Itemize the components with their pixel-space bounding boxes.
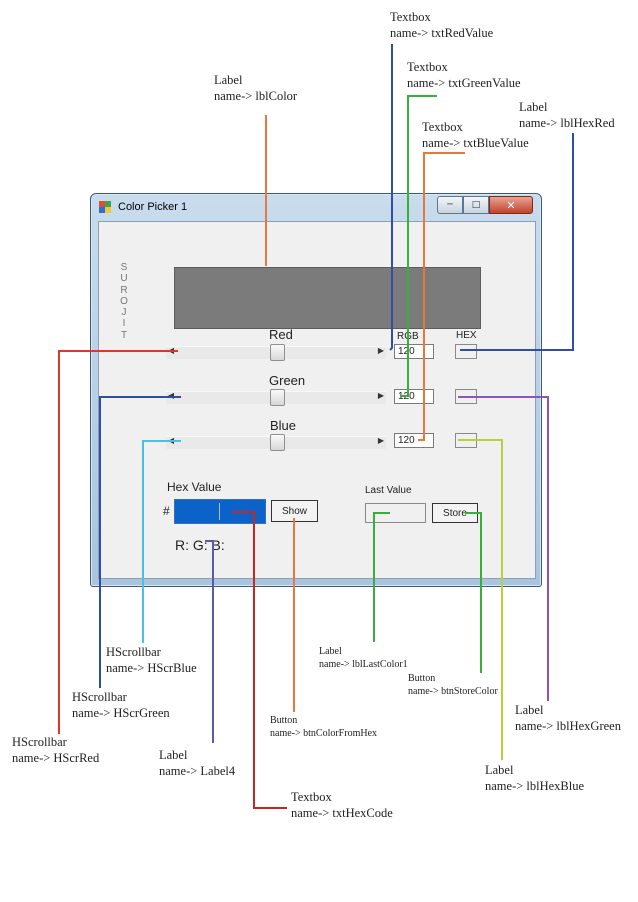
vertical-name-label: S U R O J I T	[119, 262, 129, 341]
close-icon: ✕	[506, 198, 516, 212]
green-scroll-thumb[interactable]	[270, 389, 285, 406]
annotation-name: name-> HScrRed	[12, 751, 100, 765]
window-title: Color Picker 1	[118, 201, 188, 213]
red-label: Red	[269, 327, 293, 342]
vertical-letter: I	[122, 318, 126, 330]
annotation-name: name-> txtGreenValue	[407, 76, 521, 90]
annotation-name: name-> lblColor	[214, 89, 298, 103]
rgb-header: RGB	[397, 331, 419, 342]
annotation-name: name-> HScrGreen	[72, 706, 170, 720]
annotation-txtgreenvalue: Textbox name-> txtGreenValue	[407, 59, 521, 91]
annotation-lblhexred: Label name-> lblHexRed	[519, 99, 615, 131]
hex-value-label: Hex Value	[167, 480, 222, 494]
text-cursor	[219, 503, 220, 520]
annotation-kind: HScrollbar	[72, 690, 127, 704]
hash-label: #	[163, 504, 170, 518]
scroll-left-icon[interactable]: ◀	[167, 346, 175, 355]
annotation-kind: Textbox	[422, 120, 463, 134]
blue-label: Blue	[270, 418, 297, 433]
annotation-name: name-> HScrBlue	[106, 661, 197, 675]
hex-code-input[interactable]	[174, 499, 266, 524]
minimize-icon: ─	[447, 200, 453, 210]
red-scroll-thumb[interactable]	[270, 344, 285, 361]
annotation-btncolorfromhex: Button name-> btnColorFromHex	[270, 714, 377, 740]
vertical-letter: S	[120, 262, 128, 273]
title-bar[interactable]: Color Picker 1 ─ □ ✕	[91, 194, 541, 220]
vertical-letter: J	[121, 307, 127, 319]
annotation-name: name-> Label4	[159, 764, 236, 778]
annotation-kind: Textbox	[407, 60, 448, 74]
annotation-kind: HScrollbar	[106, 645, 161, 659]
scroll-left-icon[interactable]: ◀	[167, 436, 175, 445]
scroll-right-icon[interactable]: ▶	[377, 346, 385, 355]
green-scrollbar[interactable]: ◀ ▶	[166, 389, 386, 406]
scroll-right-icon[interactable]: ▶	[377, 391, 385, 400]
green-label: Green	[269, 373, 306, 388]
blue-scrollbar[interactable]: ◀ ▶	[166, 434, 386, 451]
minimize-button[interactable]: ─	[437, 196, 463, 214]
color-preview-label	[174, 267, 481, 329]
annotation-lbllastcolor1: Label name-> lblLastColor1	[319, 645, 408, 671]
vertical-letter: T	[120, 329, 128, 341]
annotation-name: name-> lblLastColor1	[319, 659, 408, 670]
annotation-name: name-> lblHexBlue	[485, 779, 585, 793]
show-button[interactable]: Show	[271, 500, 318, 522]
annotation-txtredvalue: Textbox name-> txtRedValue	[390, 9, 493, 41]
hex-green-label	[455, 389, 477, 404]
annotation-kind: Label	[515, 703, 544, 717]
annotation-hscrgreen: HScrollbar name-> HScrGreen	[72, 689, 170, 721]
close-button[interactable]: ✕	[489, 196, 533, 214]
annotation-txtbluevalue: Textbox name-> txtBlueValue	[422, 119, 529, 151]
annotation-name: name-> txtHexCode	[291, 806, 393, 820]
hex-header: HEX	[456, 330, 477, 341]
annotation-kind: Label	[159, 748, 188, 762]
hex-blue-label	[455, 433, 477, 448]
hex-red-label	[455, 344, 477, 359]
annotation-kind: Textbox	[291, 790, 332, 804]
maximize-button[interactable]: □	[463, 196, 489, 214]
annotation-name: name-> txtRedValue	[390, 26, 494, 40]
color-picker-window: Color Picker 1 ─ □ ✕ S U R O J I T Red R…	[90, 193, 542, 587]
store-button[interactable]: Store	[432, 503, 478, 523]
annotation-lblhexblue: Label name-> lblHexBlue	[485, 762, 584, 794]
annotation-name: name-> txtBlueValue	[422, 136, 529, 150]
annotation-label4: Label name-> Label4	[159, 747, 235, 779]
annotation-kind: Label	[519, 100, 548, 114]
last-value-label: Last Value	[365, 485, 412, 496]
annotation-name: name-> btnColorFromHex	[270, 728, 378, 739]
blue-scroll-thumb[interactable]	[270, 434, 285, 451]
blue-value-input[interactable]: 120	[394, 433, 434, 448]
annotation-hscrblue: HScrollbar name-> HScrBlue	[106, 644, 197, 676]
red-value-input[interactable]: 120	[394, 344, 434, 359]
vertical-letter: R	[120, 284, 128, 296]
annotation-name: name-> lblHexRed	[519, 116, 615, 130]
caption-buttons: ─ □ ✕	[437, 196, 533, 214]
maximize-icon: □	[471, 200, 481, 210]
app-icon	[99, 201, 111, 213]
annotation-kind: Label	[485, 763, 514, 777]
scroll-left-icon[interactable]: ◀	[167, 391, 175, 400]
annotation-kind: Button	[270, 715, 298, 726]
annotation-kind: Button	[408, 673, 436, 684]
red-scrollbar[interactable]: ◀ ▶	[166, 344, 386, 361]
annotation-kind: Textbox	[390, 10, 431, 24]
rgb-readout-label: R: G: B:	[175, 537, 225, 553]
annotation-kind: Label	[319, 646, 342, 657]
annotation-lblcolor: Label name-> lblColor	[214, 72, 297, 104]
annotation-btnstorecolor: Button name-> btnStoreColor	[408, 672, 498, 698]
annotation-hscrred: HScrollbar name-> HScrRed	[12, 734, 99, 766]
annotation-kind: HScrollbar	[12, 735, 67, 749]
annotation-name: name-> btnStoreColor	[408, 686, 498, 697]
scroll-right-icon[interactable]: ▶	[377, 436, 385, 445]
green-value-input[interactable]: 120	[394, 389, 434, 404]
client-area: S U R O J I T Red RGB HEX ◀ ▶ 120 Green …	[98, 221, 536, 579]
annotation-name: name-> lblHexGreen	[515, 719, 621, 733]
annotation-kind: Label	[214, 73, 243, 87]
annotation-txthexcode: Textbox name-> txtHexCode	[291, 789, 393, 821]
vertical-letter: O	[120, 295, 128, 307]
vertical-letter: U	[120, 273, 128, 285]
annotation-lblhexgreen: Label name-> lblHexGreen	[515, 702, 621, 734]
last-color-label	[365, 503, 426, 523]
